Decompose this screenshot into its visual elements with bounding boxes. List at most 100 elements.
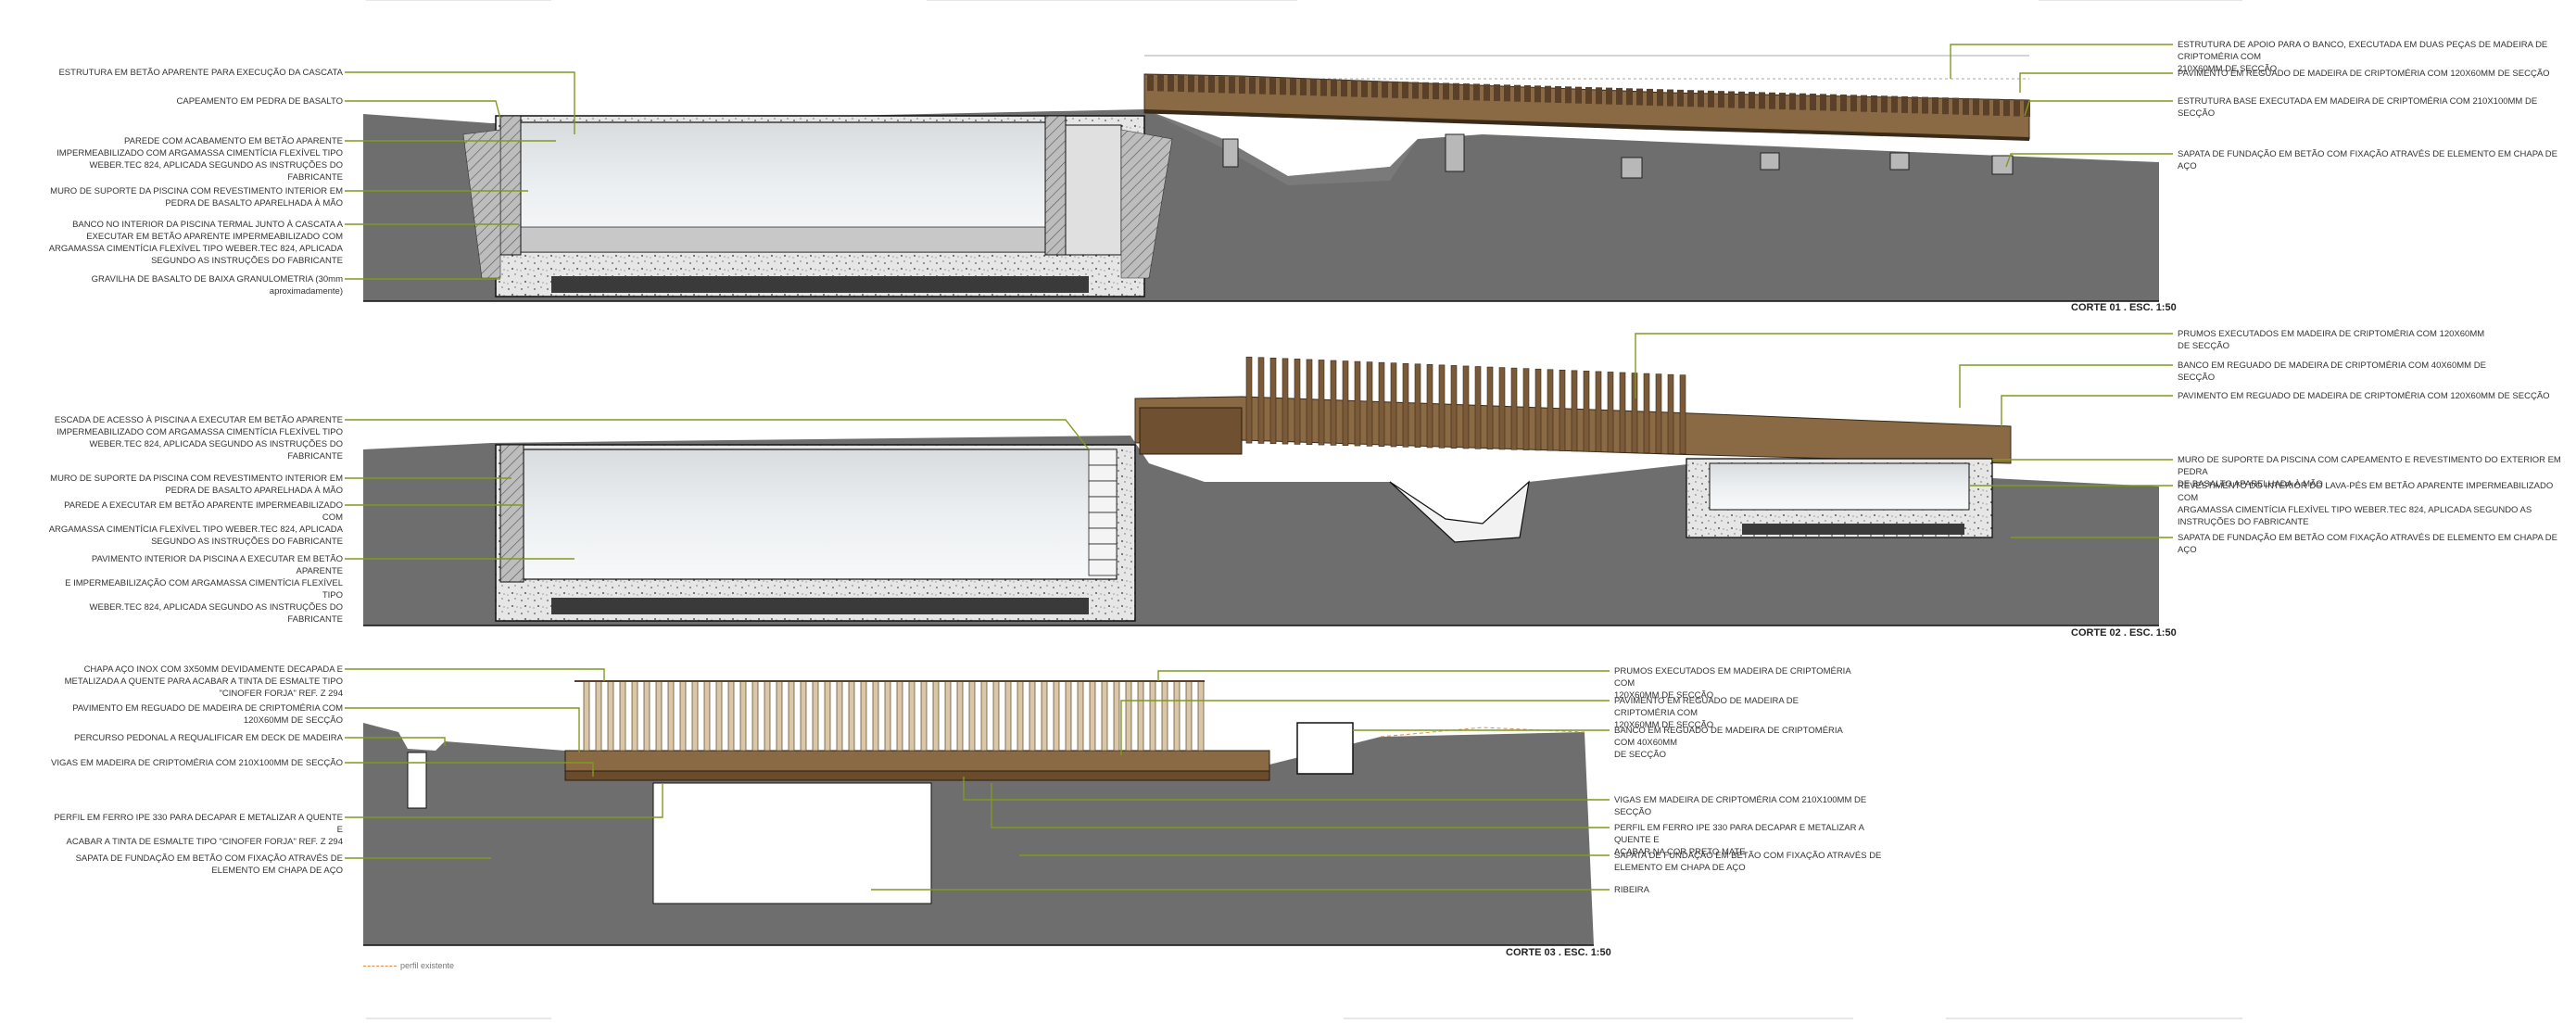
label-ipe-profile-03-right: PERFIL EM FERRO IPE 330 PARA DECAPAR E M…: [1614, 823, 1864, 857]
section-01-footing: [551, 276, 1089, 293]
leader-line: [1635, 333, 2173, 398]
bench-slat: [1178, 75, 1184, 93]
bench-slat: [1698, 90, 1704, 107]
leader-line: [345, 668, 605, 681]
label-base-structure: ESTRUTURA BASE EXECUTADA EM MADEIRA DE C…: [2178, 96, 2538, 119]
section-01-right-wall: [1044, 115, 1067, 256]
post: [1534, 368, 1542, 451]
post: [1571, 370, 1578, 452]
post: [980, 680, 988, 752]
label-access-stairs: ESCADA DE ACESSO À PISCINA A EXECUTAR EM…: [54, 415, 343, 461]
post: [1655, 373, 1662, 454]
post: [1619, 372, 1626, 453]
section-02-footing: [551, 598, 1089, 614]
bench-slat: [2014, 99, 2020, 117]
label-deck-floor-03-right: PAVIMENTO EM REGUADO DE MADEIRA DE CRIPT…: [1614, 696, 1799, 730]
section-01-right-embank: [1120, 129, 1173, 279]
bench-slat: [1708, 90, 1714, 107]
bench-slat: [1402, 82, 1408, 99]
label-footbath-lining: REVESTIMENTO DO INTERIOR DO LAVA-PÉS EM …: [2178, 481, 2554, 527]
label-bench-support: ESTRUTURA DE APOIO PARA O BANCO, EXECUTA…: [2178, 40, 2548, 74]
bench-slat: [1963, 97, 1969, 115]
post: [751, 680, 759, 752]
bench-slat: [1687, 90, 1694, 107]
bench-slat: [1412, 82, 1419, 99]
bench-slat: [1881, 95, 1888, 113]
bench-slat: [1636, 88, 1643, 106]
section-02-trench: [1389, 480, 1530, 543]
post: [1089, 680, 1096, 752]
post: [1257, 357, 1265, 444]
post: [1559, 369, 1566, 451]
label-basalt-coping: CAPEAMENTO EM PEDRA DE BASALTO: [176, 96, 344, 107]
post: [1510, 367, 1518, 450]
label-basalt-gravel: GRAVILHA DE BASALTO DE BAIXA GRANULOMETR…: [91, 274, 343, 297]
stair-step: [1088, 480, 1118, 498]
bench-slat: [1453, 82, 1459, 100]
bench-slat: [1534, 85, 1541, 103]
leader-line: [345, 71, 575, 134]
bench-slat: [1371, 81, 1378, 98]
post: [1366, 361, 1373, 447]
bench-slat: [1626, 88, 1633, 106]
bench-slat: [1891, 95, 1898, 113]
bench-slat: [1912, 96, 1918, 114]
leader-line: [345, 762, 594, 777]
stair-step: [1088, 449, 1118, 466]
post: [1161, 680, 1168, 752]
post: [1547, 369, 1554, 451]
leader-line: [2005, 153, 2173, 168]
section-01-deck-footings: [1222, 133, 2014, 179]
bench-slat: [1810, 94, 1816, 111]
bench-slat: [1718, 91, 1724, 108]
post: [1522, 368, 1530, 450]
bench-slat: [1219, 76, 1225, 94]
post: [1041, 680, 1048, 752]
label-pedestrian-path: PERCURSO PEDONAL A REQUALIFICAR EM DECK …: [74, 733, 343, 743]
leader-line: [2019, 72, 2173, 93]
post: [1197, 680, 1205, 752]
post: [1065, 680, 1072, 752]
bench-slat: [1728, 91, 1735, 108]
section-02-left-wall: [499, 444, 524, 583]
bench-slat: [1229, 76, 1235, 94]
post: [956, 680, 964, 752]
bench-slat: [1392, 81, 1398, 98]
label-ipe-profile: PERFIL EM FERRO IPE 330 PARA DECAPAR E M…: [54, 813, 343, 847]
bench-slat: [1320, 79, 1327, 96]
post: [764, 680, 771, 752]
bench-slat: [1463, 83, 1470, 101]
leader-line: [1959, 364, 2173, 408]
post: [812, 680, 819, 752]
sheet-edge-marks: [366, 0, 2242, 1019]
post: [1282, 358, 1289, 445]
post: [1149, 680, 1156, 752]
post: [739, 680, 747, 752]
label-timber-beams-03-right: VIGAS EM MADEIRA DE CRIPTOMÉRIA COM 210X…: [1614, 795, 1867, 817]
post: [1077, 680, 1084, 752]
bench-slat: [1443, 82, 1449, 100]
bench-slat: [1239, 76, 1245, 94]
annotation-leaders: [345, 44, 2173, 891]
post: [800, 680, 807, 752]
leader-line: [345, 737, 446, 746]
leader-line: [345, 707, 580, 752]
post: [1498, 367, 1506, 450]
post: [884, 680, 891, 752]
post: [932, 680, 940, 752]
section-03-river-void: [652, 782, 932, 904]
bench-slat: [1861, 95, 1867, 112]
post: [1474, 366, 1482, 449]
post: [703, 680, 711, 752]
leader-line: [1120, 700, 1610, 755]
label-deck-floor-02: PAVIMENTO EM REGUADO DE MADEIRA DE CRIPT…: [2178, 391, 2550, 401]
bench-slat: [1473, 83, 1480, 101]
label-foundation-footing-03-right: SAPATA DE FUNDAÇÃO EM BETÃO COM FIXAÇÃO …: [1614, 851, 1882, 873]
legend-text: perfil existente: [400, 961, 455, 970]
bench-slat: [1269, 77, 1276, 95]
bench-slat: [1820, 94, 1826, 111]
bench-slat: [1830, 94, 1837, 111]
post: [1137, 680, 1144, 752]
label-pool-bench: BANCO NO INTERIOR DA PISCINA TERMAL JUNT…: [48, 220, 343, 266]
